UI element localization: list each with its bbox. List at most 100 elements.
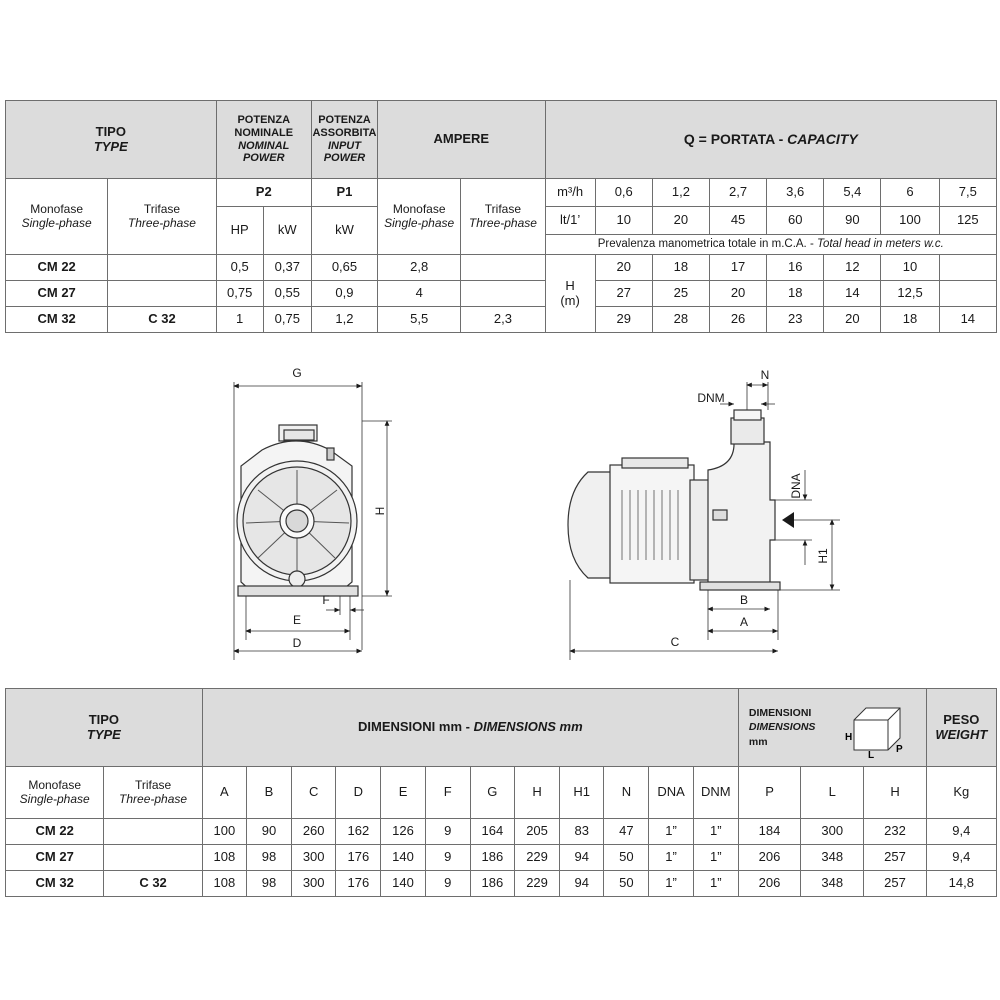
model-tri-cell: C 32 xyxy=(107,306,217,333)
h-label-cell: H (m) xyxy=(544,254,596,333)
dim-cell: 176 xyxy=(335,844,382,871)
table-row: CM 27 108 98 300 176 140 9 186 229 94 50… xyxy=(4,844,998,871)
dim-cell: 1” xyxy=(692,844,739,871)
type-label-2: TYPE xyxy=(86,726,121,742)
potenza-label: POTENZA xyxy=(237,114,291,127)
p2-header: P2 xyxy=(215,178,312,207)
model-tri-cell xyxy=(107,280,217,307)
dim-cell: 260 xyxy=(291,818,337,845)
dim-cell: 98 xyxy=(245,844,293,871)
tipo-label: TIPO xyxy=(95,123,126,139)
dim-cell: 186 xyxy=(469,844,515,871)
dim-cell: 162 xyxy=(335,818,382,845)
dim-cell: 229 xyxy=(513,844,561,871)
model-cell: CM 22 xyxy=(4,254,109,281)
kw-cell: 0,55 xyxy=(262,280,312,307)
flow-m3h-cell: 6 xyxy=(880,178,940,207)
dim-label-b: B xyxy=(740,593,748,607)
dim-cell: 83 xyxy=(559,818,605,845)
head-cell: 12,5 xyxy=(880,280,940,307)
input-power-header: POTENZA ASSORBITA INPUT POWER xyxy=(310,100,379,179)
peso-label: PESO xyxy=(943,711,980,727)
dim-label-dnm: DNM xyxy=(697,391,724,405)
model-cell: CM 27 xyxy=(4,844,105,871)
package-box-icon: H L P xyxy=(845,707,903,758)
dim-cell: 90 xyxy=(245,818,293,845)
head-cell xyxy=(938,280,998,307)
head-cell: 23 xyxy=(766,306,825,333)
flow-lt-cell: 125 xyxy=(938,206,998,235)
weight-label: WEIGHT xyxy=(935,726,988,742)
pump-drawings: G H F E D xyxy=(233,366,840,660)
monofase-label: Monofase xyxy=(28,777,82,792)
amp-tri-cell xyxy=(460,280,546,307)
dim-cell: 300 xyxy=(291,870,337,897)
dim-cell: 108 xyxy=(201,844,247,871)
dim-cell: 100 xyxy=(201,818,247,845)
box-h-label: H xyxy=(845,732,852,743)
head-cell: 20 xyxy=(708,280,768,307)
hp-unit: HP xyxy=(215,206,264,255)
head-cell: 10 xyxy=(880,254,940,281)
head-cell: 25 xyxy=(651,280,710,307)
trifase-label: Trifase xyxy=(484,201,522,216)
type-header-2: TIPO TYPE xyxy=(5,688,203,767)
head-cell: 20 xyxy=(823,306,882,333)
tipo-label-2: TIPO xyxy=(88,711,120,727)
capacity-label: CAPACITY xyxy=(787,131,858,148)
flow-lt-cell: 10 xyxy=(594,206,653,235)
dim-label-a: A xyxy=(740,615,748,629)
potenza-label-2: POTENZA xyxy=(318,114,371,127)
dim-cell: 1” xyxy=(692,870,739,897)
dim-cell: 186 xyxy=(469,870,515,897)
model-cell: CM 27 xyxy=(4,280,109,307)
flow-m3h-cell: 1,2 xyxy=(651,178,710,207)
model-tri-cell xyxy=(103,818,203,845)
dim-cell: 300 xyxy=(291,844,337,871)
head-cell: 14 xyxy=(823,280,882,307)
h-label: H xyxy=(565,277,575,293)
hp-cell: 0,75 xyxy=(215,280,264,307)
amp-mono-cell: 5,5 xyxy=(377,306,462,333)
dim-label-n: N xyxy=(761,368,770,382)
pump-front-view xyxy=(236,424,359,597)
head-note-en: Total head in meters w.c. xyxy=(816,237,944,250)
box-l-label: L xyxy=(868,750,874,758)
head-cell: 18 xyxy=(880,306,940,333)
pack-label-1: DIMENSIONI xyxy=(748,707,812,720)
dim-cell: 140 xyxy=(380,870,426,897)
dim-cell: 140 xyxy=(380,844,426,871)
col-header: F xyxy=(424,766,471,819)
ampere-header: AMPERE xyxy=(377,100,546,179)
head-cell: 17 xyxy=(708,254,768,281)
dimensions-table: TIPO TYPE DIMENSIONI mm - DIMENSIONS mm … xyxy=(4,688,998,897)
three-phase-label: Three-phase xyxy=(468,215,537,230)
type-header: TIPO TYPE xyxy=(5,100,217,179)
dim-cell: 348 xyxy=(800,844,865,871)
dim-label-f: F xyxy=(322,593,329,607)
single-phase-label: Single-phase xyxy=(21,215,92,230)
nominal-power-label: NOMINAL POWER xyxy=(238,139,290,165)
col-header: H xyxy=(513,766,561,819)
col-header: DNA xyxy=(648,766,694,819)
dim-cell: 9 xyxy=(424,818,471,845)
dim-cell: 50 xyxy=(603,870,650,897)
assorbita-label: ASSORBITA xyxy=(312,126,377,139)
lt-label: lt/1’ xyxy=(544,206,596,235)
kw-cell: 0,75 xyxy=(262,306,312,333)
dim-cell: 205 xyxy=(513,818,561,845)
col-header: E xyxy=(380,766,426,819)
head-cell: 28 xyxy=(651,306,710,333)
col-header: L xyxy=(800,766,865,819)
table-row: CM 22 100 90 260 162 126 9 164 205 83 47… xyxy=(4,818,998,845)
nominale-label: NOMINALE xyxy=(234,126,294,139)
kw-unit: kW xyxy=(262,206,312,255)
col-header: G xyxy=(469,766,515,819)
amp-tri-cell: 2,3 xyxy=(460,306,546,333)
performance-table: TIPO TYPE POTENZA NOMINALE NOMINAL POWER… xyxy=(4,100,998,333)
dimensions-header: DIMENSIONI mm - DIMENSIONS mm xyxy=(201,688,739,767)
h-unit: (m) xyxy=(560,292,580,308)
pack-label-2: DIMENSIONS xyxy=(748,721,816,734)
head-cell: 18 xyxy=(651,254,710,281)
three-phase-label: Three-phase xyxy=(127,215,196,230)
